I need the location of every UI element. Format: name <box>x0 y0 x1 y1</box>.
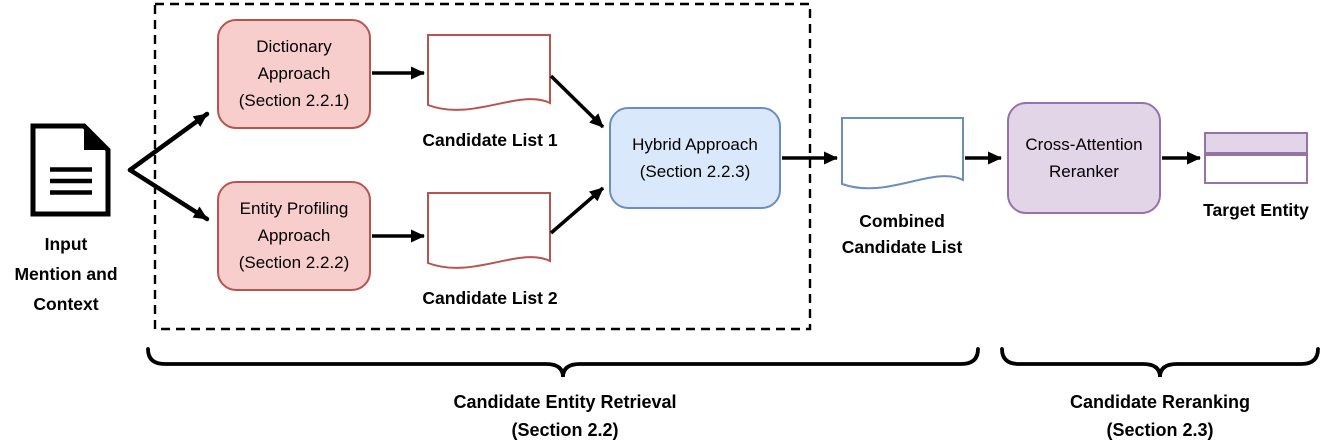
entity-profiling-approach-box <box>217 181 371 291</box>
dictionary-approach-label: Dictionary Approach (Section 2.2.1) <box>238 37 350 110</box>
candidate-list-2-label: Candidate List 2 <box>422 288 558 308</box>
document-icon-text-lines <box>50 167 92 195</box>
candidate-list-2-shape <box>427 192 551 269</box>
document-icon-fold <box>84 126 108 150</box>
target-entity-label: Target Entity <box>1203 200 1309 220</box>
arrow-list1-to-hybrid <box>549 74 605 129</box>
arrow-list2-to-hybrid <box>549 186 605 235</box>
arrow-input-to-profiling <box>127 167 210 222</box>
document-icon <box>30 123 111 217</box>
combined-candidate-list-shape <box>841 117 964 190</box>
input-mention-label: Input Mention and Context <box>14 234 118 314</box>
target-entity-row-bottom <box>1204 154 1308 184</box>
combined-candidate-list-label: Combined Candidate List <box>841 211 963 257</box>
candidate-list-1-label: Candidate List 1 <box>422 130 558 150</box>
candidate-list-1-shape <box>427 34 551 111</box>
dictionary-approach-box <box>217 19 371 129</box>
cross-attention-reranker-label: Cross-Attention Reranker <box>1025 135 1143 181</box>
arrow-input-to-dictionary <box>127 111 210 173</box>
hybrid-approach-label: Hybrid Approach (Section 2.2.3) <box>632 135 758 181</box>
brace-candidate-reranking <box>1000 347 1320 378</box>
cross-attention-reranker-box <box>1007 102 1161 214</box>
target-entity-row-top <box>1204 132 1308 154</box>
brace-candidate-entity-retrieval <box>146 347 980 378</box>
hybrid-approach-box <box>609 107 781 209</box>
retrieval-boundary-box <box>153 2 812 331</box>
candidate-entity-retrieval-stage-label: Candidate Entity Retrieval (Section 2.2) <box>453 392 677 440</box>
target-entity-table <box>1204 132 1308 184</box>
candidate-reranking-stage-label: Candidate Reranking (Section 2.3) <box>1069 392 1251 440</box>
entity-profiling-approach-label: Entity Profiling Approach (Section 2.2.2… <box>238 199 350 272</box>
